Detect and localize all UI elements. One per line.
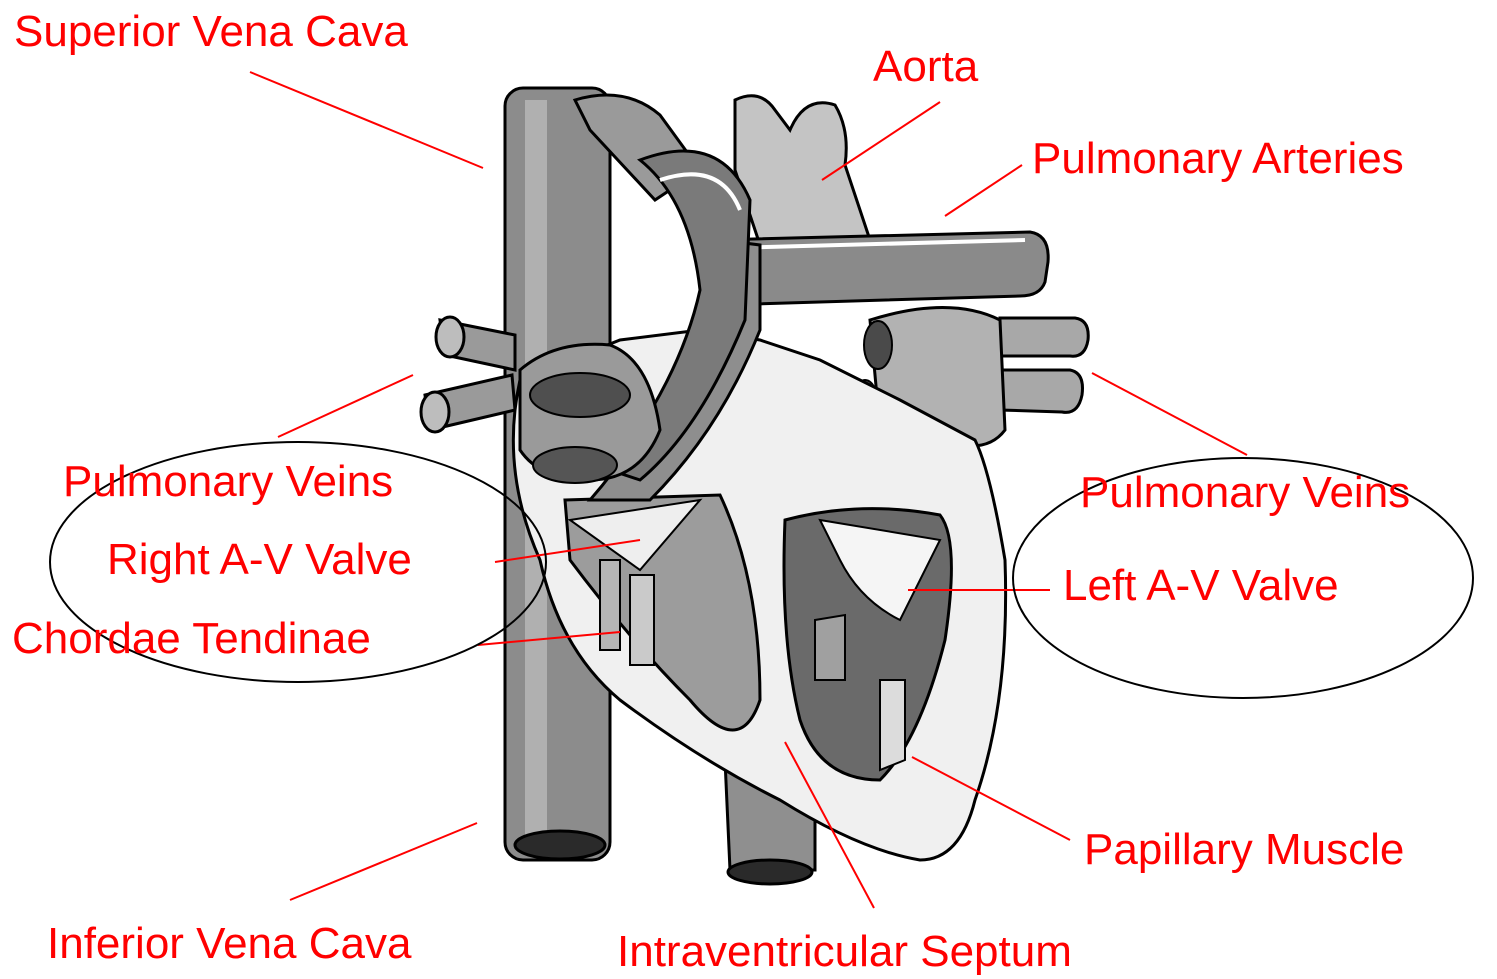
label-chordae-tendinae: Chordae Tendinae	[12, 617, 371, 661]
label-papillary-muscle: Papillary Muscle	[1084, 828, 1404, 872]
leader-pulmonary-veins-right	[1092, 373, 1247, 455]
label-pulmonary-veins-right: Pulmonary Veins	[1080, 471, 1410, 515]
label-pulmonary-veins-left: Pulmonary Veins	[63, 460, 393, 504]
label-right-av-valve: Right A-V Valve	[107, 538, 412, 582]
label-pulmonary-arteries: Pulmonary Arteries	[1032, 137, 1404, 181]
left-pulmonary-veins	[421, 317, 515, 432]
right-pulmonary-veins	[1000, 318, 1088, 412]
pulmonary-artery-tube	[715, 232, 1048, 305]
label-inferior-vena-cava: Inferior Vena Cava	[47, 922, 411, 966]
leader-superior-vena-cava	[250, 72, 483, 168]
leader-pulmonary-arteries	[945, 165, 1022, 216]
leader-inferior-vena-cava	[290, 823, 477, 900]
label-aorta: Aorta	[873, 45, 978, 89]
leader-pulmonary-veins-left	[278, 375, 413, 437]
label-intraventricular-septum: Intraventricular Septum	[617, 930, 1072, 974]
label-left-av-valve: Left A-V Valve	[1063, 564, 1339, 608]
label-superior-vena-cava: Superior Vena Cava	[14, 10, 408, 54]
